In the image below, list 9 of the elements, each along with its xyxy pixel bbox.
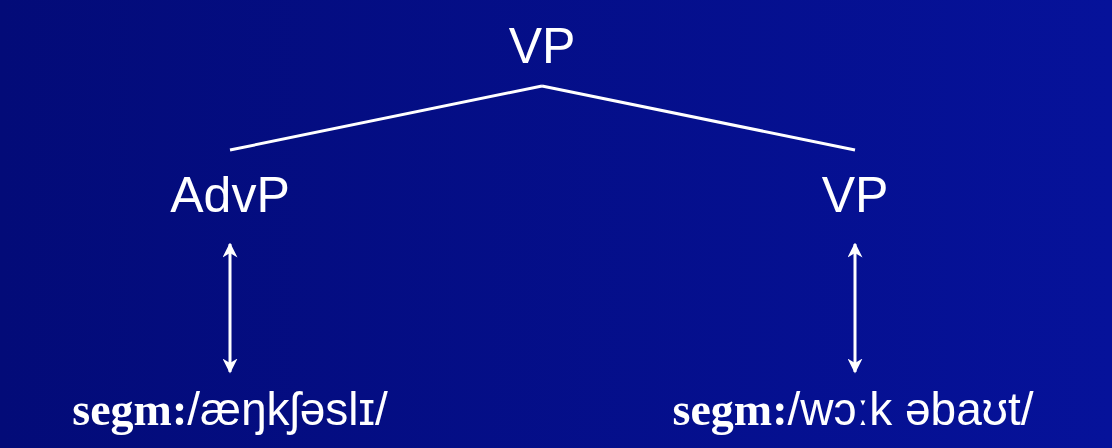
double-arrow [222,242,238,374]
phrase-label: VP [508,17,576,75]
tree-branch-line [229,84,543,152]
phrase-label: VP [821,166,889,224]
tree-branch-line [541,84,856,152]
double-arrow [847,242,863,374]
phrase-label: AdvP [170,166,290,224]
segmental-transcription: segm:/æŋkʃəslɪ/ [72,382,388,436]
segmental-transcription: segm:/wɔːk əbaʊt/ [672,382,1034,436]
